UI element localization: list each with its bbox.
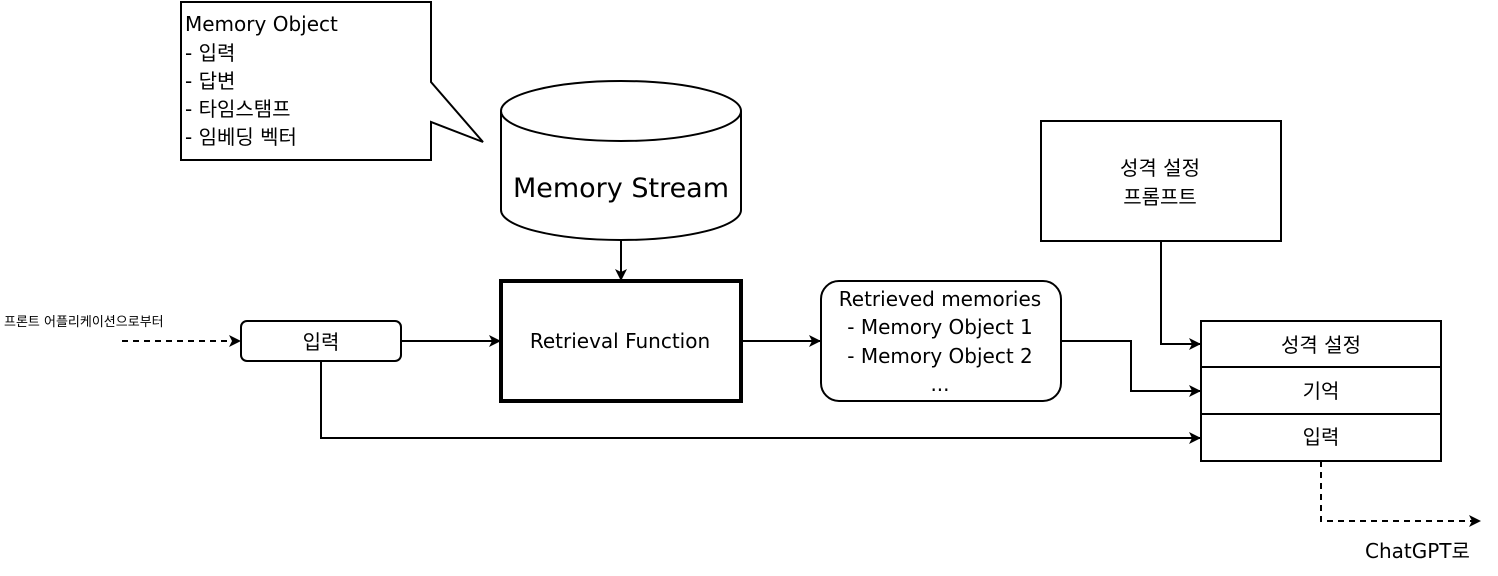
personality-prompt-frame	[1040, 120, 1282, 242]
prompt-stack-row-input: 입력	[1303, 425, 1340, 449]
connectors	[122, 241, 1481, 527]
input-box: 입력	[240, 320, 402, 362]
frontend-source-label: 프론트 어플리케이션으로부터	[4, 315, 164, 330]
callout-bubble-shape	[180, 1, 484, 161]
callout-item-timestamp: - 타임스탬프	[185, 97, 291, 121]
memory-stream-cylinder: Memory Stream	[500, 80, 742, 241]
memory-stream-label: Memory Stream	[513, 173, 729, 204]
retrieved-memories-item-2: - Memory Object 2	[847, 344, 1033, 368]
prompt-stack-frame	[1200, 320, 1442, 462]
retrieved-memories-title: Retrieved memories	[839, 287, 1041, 311]
retrieved-memories-ellipsis: ...	[930, 372, 949, 396]
cylinder-top	[500, 80, 742, 142]
arrow-memories-to-memory-row	[1061, 340, 1201, 397]
memory-object-callout: Memory Object - 입력 - 답변 - 타임스탬프 - 임베딩 벡터	[180, 1, 484, 161]
prompt-stack-row-memory: 기억	[1303, 379, 1340, 403]
callout-title: Memory Object	[185, 12, 338, 36]
retrieval-function-box: Retrieval Function	[499, 279, 743, 403]
arrow-prompt-to-personality-row	[1160, 241, 1201, 350]
arrow-input-to-input-row	[320, 361, 1201, 444]
callout-item-input: - 입력	[185, 41, 235, 65]
prompt-stack: 성격 설정 기억 입력	[1200, 320, 1442, 462]
retrieved-memories-box: Retrieved memories - Memory Object 1 - M…	[820, 280, 1062, 402]
retrieval-function-frame	[499, 279, 743, 403]
retrieved-memories-item-1: - Memory Object 1	[847, 315, 1033, 339]
personality-prompt-line-2: 프롬프트	[1123, 185, 1197, 209]
callout-item-answer: - 답변	[185, 69, 235, 93]
personality-prompt-box: 성격 설정 프롬프트	[1040, 120, 1282, 242]
output-target-label: ChatGPT로	[1365, 539, 1470, 563]
arrow-stack-to-chatgpt	[1320, 461, 1481, 527]
input-box-label: 입력	[303, 330, 340, 354]
cylinder-body	[500, 111, 742, 241]
prompt-stack-row-personality: 성격 설정	[1281, 333, 1361, 357]
personality-prompt-line-1: 성격 설정	[1120, 156, 1200, 180]
callout-item-embedding: - 임베딩 벡터	[185, 125, 297, 149]
retrieval-function-label: Retrieval Function	[530, 329, 710, 353]
